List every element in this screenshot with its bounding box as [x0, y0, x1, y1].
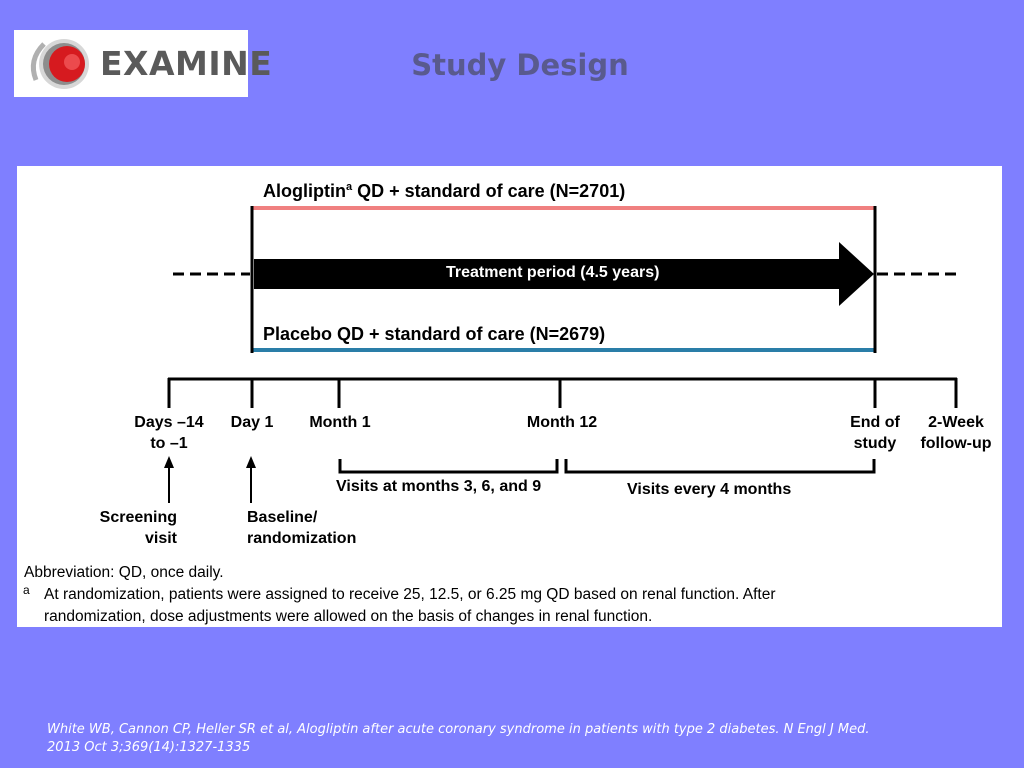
logo-swirl-icon [30, 39, 89, 89]
slide-title: Study Design [411, 48, 629, 82]
dose-note-line2: randomization, dose adjustments were all… [44, 608, 653, 625]
timepoint-month12: Month 12 [526, 414, 598, 431]
citation-line2: 2013 Oct 3;369(14):1327-1335 [47, 740, 251, 755]
baseline-label: Baseline/randomization [247, 509, 357, 547]
alogliptin-arm-label: Alogliptina QD + standard of care (N=270… [263, 181, 625, 202]
alogliptin-rest: QD + standard of care (N=2701) [352, 181, 626, 201]
logo-text: EXAMINE [100, 44, 273, 83]
visit-bracket-later [564, 459, 876, 474]
dose-note-line1: At randomization, patients were assigned… [44, 586, 776, 603]
footnote-mark: a [23, 583, 30, 597]
citation: White WB, Cannon CP, Heller SR et al, Al… [47, 721, 997, 757]
abbreviation-note: Abbreviation: QD, once daily. [24, 564, 224, 581]
examine-logo: EXAMINE [14, 30, 272, 97]
timepoint-day1: Day 1 [230, 414, 274, 431]
diagram-lines [164, 206, 958, 503]
footnotes: Abbreviation: QD, once daily. [24, 562, 224, 584]
citation-line1: White WB, Cannon CP, Heller SR et al, Al… [47, 722, 870, 737]
treatment-period-label: Treatment period (4.5 years) [446, 264, 660, 281]
screening-arrowhead [164, 456, 174, 468]
timepoint-month1: Month 1 [309, 414, 371, 431]
visits-early-label: Visits at months 3, 6, and 9 [336, 478, 542, 495]
treatment-arrow [254, 242, 874, 306]
placebo-arm-label: Placebo QD + standard of care (N=2679) [263, 324, 606, 344]
baseline-arrowhead [246, 456, 256, 468]
alogliptin-drug: Alogliptin [263, 181, 346, 201]
visit-bracket-early [338, 459, 559, 474]
visits-later-label: Visits every 4 months [627, 481, 792, 498]
alogliptin-superscript: a [345, 181, 353, 193]
study-design-diagram: Alogliptina QD + standard of care (N=270… [17, 166, 1002, 627]
